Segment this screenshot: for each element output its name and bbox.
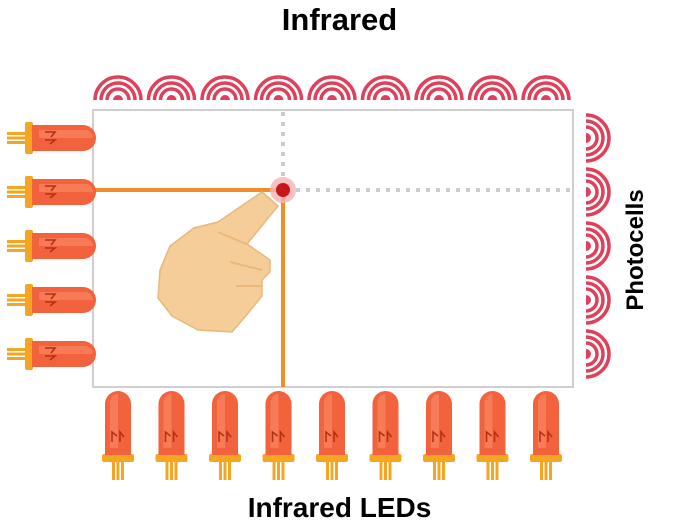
infrared-wave-icon xyxy=(307,75,357,102)
led-icon xyxy=(6,337,97,371)
diagram-title: Infrared xyxy=(281,2,398,37)
led-icon xyxy=(6,229,97,263)
led-icon xyxy=(6,121,97,155)
infrared-wave-icon xyxy=(360,75,411,102)
infrared-wave-icon xyxy=(200,75,250,102)
infrared-wave-icon xyxy=(146,75,197,102)
infrared-wave-icon xyxy=(584,167,611,217)
infrared-wave-icon xyxy=(414,75,464,102)
photocells-label: Photocells xyxy=(622,189,649,311)
led-icon xyxy=(6,283,97,317)
infrared-leds-label: Infrared LEDs xyxy=(247,492,432,523)
infrared-wave-icon xyxy=(584,275,611,325)
led-icon xyxy=(368,390,403,481)
infrared-wave-icon xyxy=(584,221,611,271)
infrared-wave-icon xyxy=(584,329,611,379)
led-icon xyxy=(154,390,189,481)
led-icon xyxy=(475,390,510,481)
led-icon xyxy=(208,390,242,481)
led-icon xyxy=(315,390,349,481)
led-icon xyxy=(529,390,563,481)
infrared-wave-icon xyxy=(467,75,518,102)
infrared-wave-icon xyxy=(521,75,571,102)
infrared-wave-icon xyxy=(584,113,611,163)
infrared-wave-icon xyxy=(93,75,143,102)
pointing-hand-icon xyxy=(157,191,280,333)
infrared-wave-icon xyxy=(253,75,304,102)
touch-point-icon xyxy=(276,183,290,197)
led-icon xyxy=(101,390,135,481)
touch-panel xyxy=(92,109,574,388)
led-icon xyxy=(261,390,296,481)
led-icon xyxy=(6,175,97,209)
led-icon xyxy=(422,390,456,481)
